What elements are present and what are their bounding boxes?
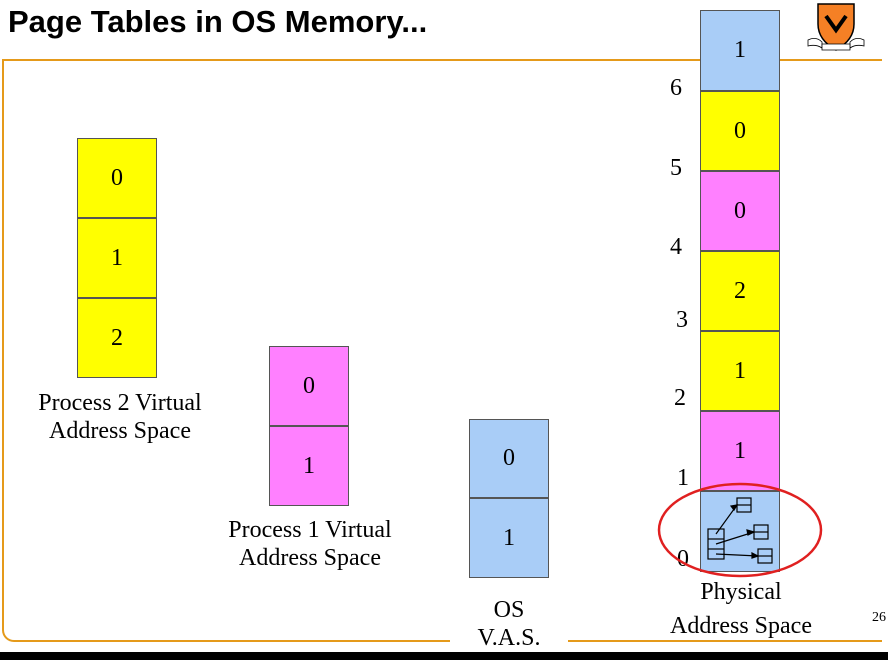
process1-page: 0 bbox=[269, 346, 349, 426]
frame-content: 1 bbox=[734, 357, 746, 384]
process1-label-line1: Process 1 Virtual bbox=[228, 517, 392, 543]
os-label-line2: V.A.S. bbox=[477, 625, 541, 651]
os-label: OS V.A.S. bbox=[450, 596, 568, 652]
frame-number-label: 0 bbox=[677, 546, 689, 572]
process1-page-stack: 0 1 bbox=[269, 346, 349, 506]
physical-label-line2: Address Space bbox=[670, 613, 812, 639]
page-number: 1 bbox=[503, 524, 515, 551]
os-page-stack: 0 1 bbox=[469, 419, 549, 578]
process2-label-line1: Process 2 Virtual bbox=[38, 390, 202, 416]
os-page: 1 bbox=[469, 498, 549, 578]
physical-frame: 1 bbox=[700, 331, 780, 411]
frame-number-label: 5 bbox=[670, 155, 682, 181]
frame-number-label: 4 bbox=[670, 234, 682, 260]
page-number: 0 bbox=[503, 445, 515, 471]
process1-label-line2: Address Space bbox=[239, 545, 381, 571]
process2-page-stack: 0 1 2 bbox=[77, 138, 157, 378]
page-number: 1 bbox=[303, 452, 315, 479]
process1-label: Process 1 Virtual Address Space bbox=[194, 516, 426, 572]
footer-rule bbox=[0, 652, 888, 660]
page-number: 26 bbox=[872, 610, 886, 625]
physical-frame: 1 bbox=[700, 411, 780, 491]
frame-number-label: 2 bbox=[674, 385, 686, 411]
process2-label: Process 2 Virtual Address Space bbox=[4, 389, 236, 445]
process2-page: 2 bbox=[77, 298, 157, 378]
os-label-line1: OS bbox=[493, 597, 525, 623]
physical-frame-stack: 1 0 0 2 1 1 bbox=[700, 10, 780, 572]
content-frame bbox=[2, 59, 882, 642]
frame-content: 1 bbox=[734, 437, 746, 464]
frame-content: 1 bbox=[734, 37, 746, 63]
os-page: 0 bbox=[469, 419, 549, 498]
process2-page: 0 bbox=[77, 138, 157, 218]
physical-frame: 0 bbox=[700, 91, 780, 171]
page-number: 1 bbox=[111, 244, 123, 271]
physical-frame: 0 bbox=[700, 171, 780, 251]
frame-content: 0 bbox=[734, 197, 746, 224]
physical-label: Physical Address Space bbox=[636, 578, 846, 640]
physical-frame: 1 bbox=[700, 10, 780, 91]
slide-title: Page Tables in OS Memory... bbox=[8, 4, 428, 39]
page-number: 0 bbox=[111, 164, 123, 191]
process2-label-line2: Address Space bbox=[49, 418, 191, 444]
physical-frame: 2 bbox=[700, 251, 780, 331]
page-number: 2 bbox=[111, 324, 123, 351]
frame-number-label: 1 bbox=[677, 465, 689, 491]
frame-content: 0 bbox=[734, 117, 746, 144]
princeton-shield-icon bbox=[807, 3, 865, 51]
frame-content: 2 bbox=[734, 277, 746, 304]
process2-page: 1 bbox=[77, 218, 157, 298]
physical-label-line1: Physical bbox=[700, 579, 782, 605]
page-number: 0 bbox=[303, 372, 315, 399]
process1-page: 1 bbox=[269, 426, 349, 506]
frame-number-label: 3 bbox=[676, 307, 688, 333]
physical-frame-page-tables bbox=[700, 491, 780, 572]
frame-number-label: 6 bbox=[670, 75, 682, 101]
